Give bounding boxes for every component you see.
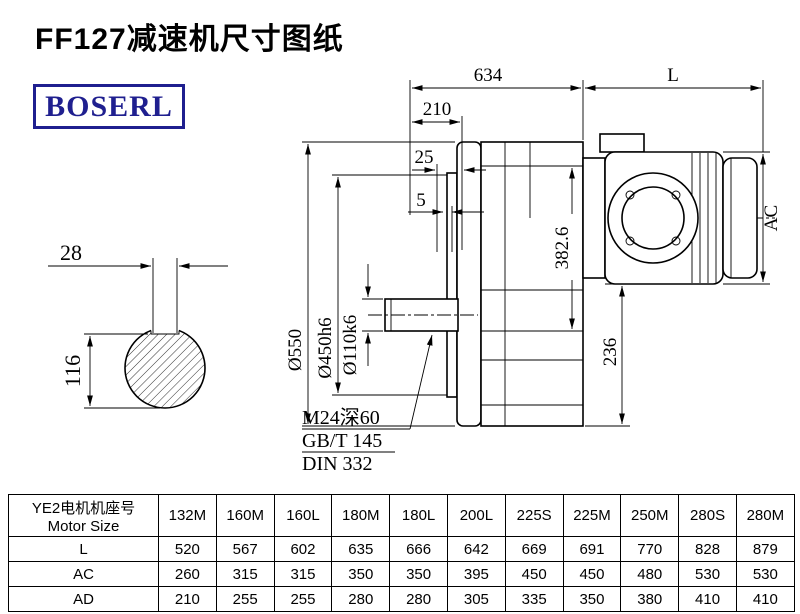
cell: 305 bbox=[446, 586, 506, 612]
keyway-notch bbox=[151, 325, 179, 334]
cell: 395 bbox=[446, 561, 506, 587]
col-header: 132M bbox=[158, 494, 217, 537]
cell: 635 bbox=[331, 536, 391, 562]
cell: 666 bbox=[389, 536, 448, 562]
page-title: FF127减速机尺寸图纸 bbox=[35, 23, 344, 56]
cell: 450 bbox=[504, 561, 564, 587]
cell: 255 bbox=[273, 586, 333, 612]
cell: 260 bbox=[158, 561, 217, 587]
col-header: 200L bbox=[446, 494, 506, 537]
dim-5-label: 5 bbox=[416, 190, 426, 211]
dim-116-label: 116 bbox=[60, 355, 85, 387]
boserl-logo: BOSERL bbox=[33, 84, 185, 129]
cell: 315 bbox=[273, 561, 333, 587]
motor-size-table: YE2电机机座号 Motor Size 132M 160M 160L 180M … bbox=[8, 494, 795, 612]
col-header: 160L bbox=[273, 494, 333, 537]
cell: 210 bbox=[158, 586, 217, 612]
keyway-extension-lines bbox=[84, 258, 178, 409]
cell: 450 bbox=[562, 561, 622, 587]
table-row-L: L 520 567 602 635 666 642 669 691 770 82… bbox=[8, 536, 795, 562]
cell: 480 bbox=[620, 561, 680, 587]
cell: 770 bbox=[620, 536, 680, 562]
cell: 530 bbox=[678, 561, 737, 587]
cell: 567 bbox=[215, 536, 275, 562]
col-header: 180L bbox=[389, 494, 448, 537]
note-gbt-label: GB/T 145 bbox=[302, 430, 382, 452]
dim-236-label: 236 bbox=[600, 338, 621, 367]
motor-bolt-hole bbox=[625, 236, 635, 246]
cell: 642 bbox=[446, 536, 506, 562]
shaft-end-notes: M24深60 GB/T 145 DIN 332 bbox=[302, 334, 433, 475]
col-header: 280M bbox=[735, 494, 795, 537]
motor-bolt-hole bbox=[625, 190, 635, 200]
row-label: L bbox=[8, 536, 159, 562]
output-flange bbox=[456, 141, 482, 427]
dim-28-label: 28 bbox=[60, 240, 82, 265]
cell: 350 bbox=[562, 586, 622, 612]
col-header: 225S bbox=[504, 494, 564, 537]
dim-110-label: Ø110k6 bbox=[340, 315, 361, 376]
terminal-box bbox=[599, 133, 645, 153]
dim-AC-label: AC bbox=[761, 205, 782, 231]
table-row-AC: AC 260 315 315 350 350 395 450 450 480 5… bbox=[8, 561, 795, 587]
note-leader-line bbox=[409, 334, 433, 430]
motor-size-header: YE2电机机座号 Motor Size bbox=[8, 494, 159, 537]
dim-550-label: Ø550 bbox=[285, 329, 306, 371]
motor-bolt-hole bbox=[671, 236, 681, 246]
cell: 255 bbox=[215, 586, 275, 612]
cell: 602 bbox=[273, 536, 333, 562]
cell: 350 bbox=[389, 561, 448, 587]
motor-size-header-cn: YE2电机机座号 bbox=[31, 499, 136, 517]
cell: 410 bbox=[735, 586, 795, 612]
dimensions: 634 L 210 25 5 AC Ø550 Ø450h6 Ø110k6 382… bbox=[285, 65, 782, 427]
fan-cowl bbox=[722, 157, 758, 279]
shaft-section-circle bbox=[124, 327, 206, 409]
gear-housing bbox=[480, 141, 584, 427]
dim-382-label-mask bbox=[556, 214, 575, 280]
cell: 315 bbox=[215, 561, 275, 587]
dim-L-label: L bbox=[667, 65, 679, 86]
table-header-row: YE2电机机座号 Motor Size 132M 160M 160L 180M … bbox=[8, 494, 795, 537]
motor-inner-circle bbox=[621, 186, 685, 250]
shaft-end-view: 28 116 bbox=[48, 240, 228, 409]
dim-25-label: 25 bbox=[415, 147, 434, 168]
reducer-side-view bbox=[368, 141, 584, 427]
cell: 380 bbox=[620, 586, 680, 612]
cell: 879 bbox=[735, 536, 795, 562]
extension-lines bbox=[302, 80, 770, 427]
housing-inner-lines bbox=[481, 142, 583, 426]
dim-450-label: Ø450h6 bbox=[315, 317, 336, 378]
dim-382-label: 382.6 bbox=[552, 227, 573, 270]
cell: 335 bbox=[504, 586, 564, 612]
cell: 828 bbox=[678, 536, 737, 562]
row-label: AC bbox=[8, 561, 159, 587]
dim-634-label: 634 bbox=[474, 65, 503, 86]
cell: 280 bbox=[389, 586, 448, 612]
col-header: 250M bbox=[620, 494, 680, 537]
cell: 691 bbox=[562, 536, 622, 562]
motor-adapter-flange bbox=[582, 157, 606, 279]
motor-bolt-hole bbox=[671, 190, 681, 200]
note-din-label: DIN 332 bbox=[302, 453, 373, 475]
note-shelf-lines bbox=[302, 428, 410, 453]
col-header: 280S bbox=[678, 494, 737, 537]
motor-size-header-en: Motor Size bbox=[47, 517, 120, 535]
cell: 280 bbox=[331, 586, 391, 612]
technical-drawing: 28 116 bbox=[48, 65, 782, 475]
cell: 350 bbox=[331, 561, 391, 587]
note-tap-label: M24深60 bbox=[302, 406, 380, 429]
cell: 669 bbox=[504, 536, 564, 562]
dim-210-label: 210 bbox=[423, 99, 452, 120]
cell: 520 bbox=[158, 536, 217, 562]
col-header: 225M bbox=[562, 494, 622, 537]
col-header: 180M bbox=[331, 494, 391, 537]
motor bbox=[582, 133, 775, 285]
keyway-outline bbox=[150, 330, 180, 335]
cell: 530 bbox=[735, 561, 795, 587]
col-header: 160M bbox=[215, 494, 275, 537]
row-label: AD bbox=[8, 586, 159, 612]
table-row-AD: AD 210 255 255 280 280 305 335 350 380 4… bbox=[8, 586, 795, 612]
cell: 410 bbox=[678, 586, 737, 612]
